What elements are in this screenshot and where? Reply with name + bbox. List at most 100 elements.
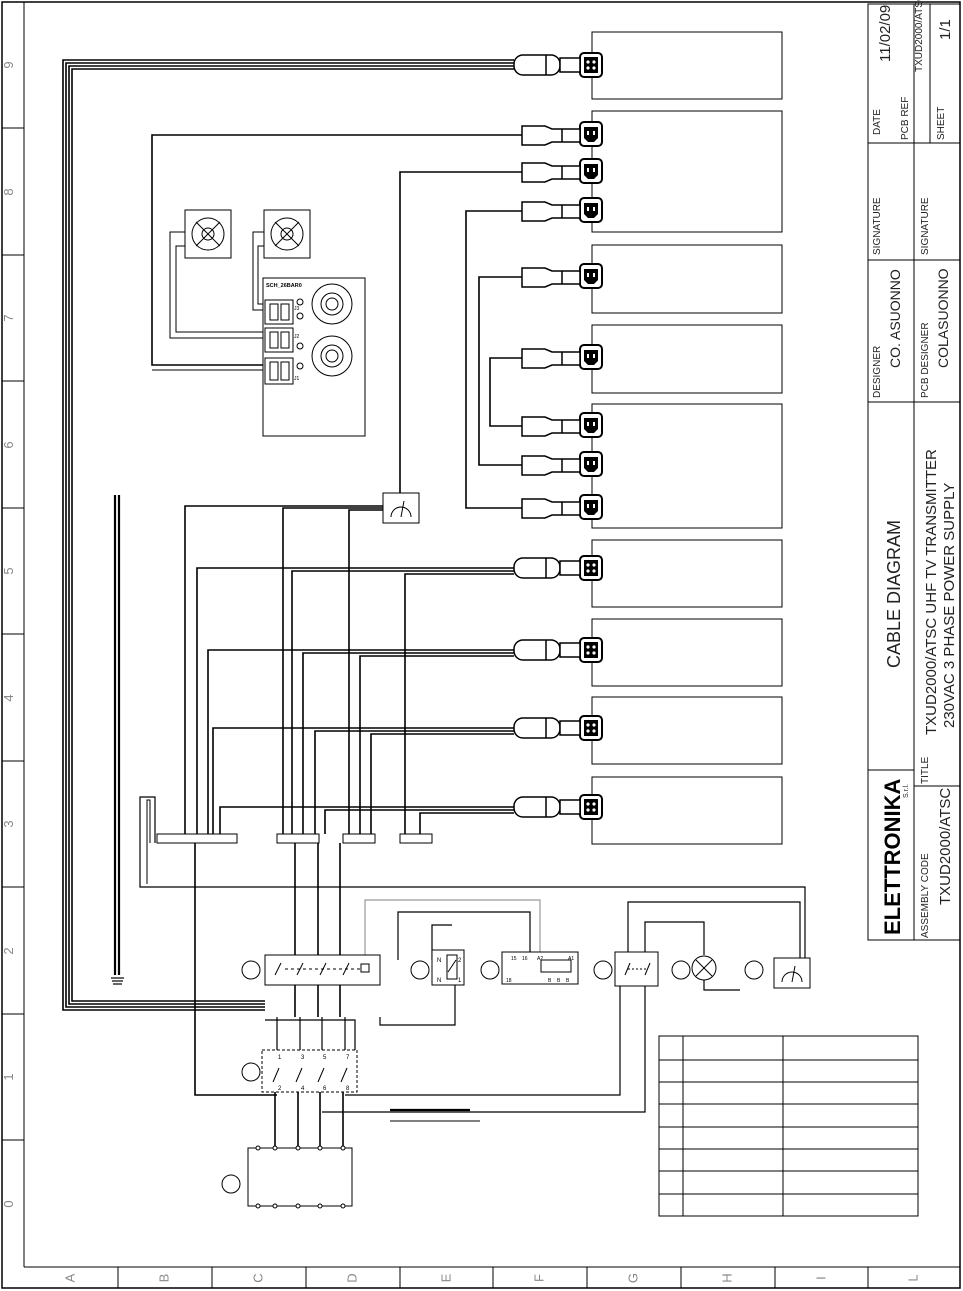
main-bundle-wire-4: [71, 68, 514, 1002]
row-zone-labels: 9 8 7 6 5 4 3 2 1 0: [1, 61, 16, 1207]
module-wire-8b: [314, 730, 514, 834]
mount-hole-6: [744, 960, 764, 980]
mount-hole-2: [410, 960, 430, 980]
mount-hole-5: [671, 960, 691, 980]
contactor-pin-b2: B: [557, 978, 561, 984]
main-bundle-wire-1: [62, 59, 514, 1011]
assembly-code-label: ASSEMBLY CODE: [920, 853, 931, 938]
iec-connectors: [579, 121, 603, 520]
module-box-5: [591, 403, 783, 529]
spd-bottom-left: N: [437, 978, 441, 984]
cylinder-plug-1: [513, 54, 581, 76]
iec-connector-7: [579, 451, 603, 477]
contactor-pin-a2: A2: [537, 956, 543, 962]
control-board: SCH_26BAR0 J3 J2 J1: [262, 277, 366, 437]
module-box-6: [591, 539, 783, 608]
date-value: 11/02/09: [877, 5, 894, 62]
iec-plug-5: [521, 348, 581, 369]
col-label-h: H: [719, 1273, 734, 1282]
module-box-7: [591, 618, 783, 687]
row-label-5: 5: [1, 567, 16, 574]
signature-label-2: SIGNATURE: [920, 197, 931, 255]
row-label-4: 4: [1, 694, 16, 701]
row-label-6: 6: [1, 441, 16, 448]
iec-wire-1: [151, 134, 522, 366]
designer-label: DESIGNER: [872, 346, 883, 398]
diagram-type: CABLE DIAGRAM: [884, 520, 904, 668]
module-box-1: [591, 31, 783, 100]
fan-1-icon: [184, 209, 232, 259]
fan-2-wire-a: [252, 231, 264, 311]
mount-hole-7: [241, 1062, 261, 1082]
iec-connector-1: [579, 121, 603, 147]
title-block: [867, 3, 961, 941]
main-bundle-wire-2: [65, 62, 514, 1008]
spd-top-right: 2: [458, 958, 462, 964]
multipin-connector-5: [579, 794, 603, 820]
iec-connector-6: [579, 412, 603, 438]
fan-2-wire-b: [257, 245, 264, 305]
cylinder-plugs: [513, 54, 581, 818]
row-label-3: 3: [1, 820, 16, 827]
input-terminal-block: [247, 1147, 353, 1207]
module-wire-6a: [196, 567, 514, 834]
iec-plug-8: [521, 498, 581, 519]
terminal-block-3: [342, 833, 376, 844]
wiring: [62, 59, 806, 1148]
control-wire-3: [379, 982, 456, 1026]
control-wire-5: [644, 921, 705, 960]
contactor-pin-b3: B: [566, 978, 570, 984]
terminal-blocks: [156, 833, 433, 844]
breaker-pin-1: 1: [278, 1055, 282, 1061]
iec-connector-5: [579, 344, 603, 370]
breaker-pin-6: 6: [323, 1086, 327, 1092]
contactor: [501, 951, 579, 985]
designer-value: CO. ASUONNO: [887, 269, 903, 368]
iec-wire-2: [399, 171, 522, 493]
meter-loop-wire-inner: [146, 799, 151, 884]
iec-plug-3: [521, 201, 581, 222]
cylinder-plug-4: [513, 717, 581, 739]
control-wire-4: [627, 901, 801, 960]
module-wire-9b: [324, 809, 514, 834]
breaker-pin-2: 2: [278, 1086, 282, 1092]
iec-plugs: [521, 125, 581, 519]
multipin-connectors: [579, 52, 603, 820]
pcb-designer-value: COLASUONNO: [935, 268, 951, 368]
board-j2-label: J2: [294, 334, 300, 340]
multipin-connector-1: [579, 52, 603, 78]
multipin-connector-3: [579, 637, 603, 663]
spd-top-left: N: [437, 958, 441, 964]
breaker-pin-4: 4: [301, 1086, 305, 1092]
pcb-designer-label: PCB DESIGNER: [920, 322, 931, 398]
module-box-4: [591, 324, 783, 394]
fan-1-wire-a: [169, 231, 263, 339]
meter-wire-1: [184, 505, 383, 834]
multipin-connector-4: [579, 715, 603, 741]
col-label-g: G: [625, 1273, 640, 1283]
iec-connector-2: [579, 158, 603, 184]
iec-plug-6: [521, 416, 581, 437]
control-wire-8: [322, 982, 646, 1113]
module-box-3: [591, 244, 783, 314]
control-wire-2: [431, 924, 452, 960]
module-box-9: [591, 776, 783, 845]
module-box-8: [591, 696, 783, 765]
control-wire-6: [703, 980, 740, 991]
assembly-code-value: TXUD2000/ATSC: [937, 788, 954, 905]
title-line-2: 230VAC 3 PHASE POWER SUPPLY: [941, 483, 958, 728]
row-label-9: 9: [1, 61, 16, 68]
module-wire-7c: [359, 655, 514, 834]
fan-2-icon: [263, 209, 311, 259]
signature-label-1: SIGNATURE: [872, 197, 883, 255]
title-line-1: TXUD2000/ATSC UHF TV TRANSMITTER: [923, 449, 940, 735]
module-wire-8a: [212, 727, 514, 834]
breaker-pin-8: 8: [346, 1086, 350, 1092]
pcb-ref-label: PCB REF: [900, 97, 911, 140]
title-block-text: DATE 11/02/09 PCB REF TXUD2000/ATSC SHEE…: [872, 0, 958, 938]
iec-plug-7: [521, 455, 581, 476]
board-label: SCH_26BAR0: [266, 283, 302, 289]
parts-table: [658, 1035, 919, 1217]
control-wire-1: [397, 911, 531, 960]
breaker-pin-3: 3: [301, 1055, 305, 1061]
